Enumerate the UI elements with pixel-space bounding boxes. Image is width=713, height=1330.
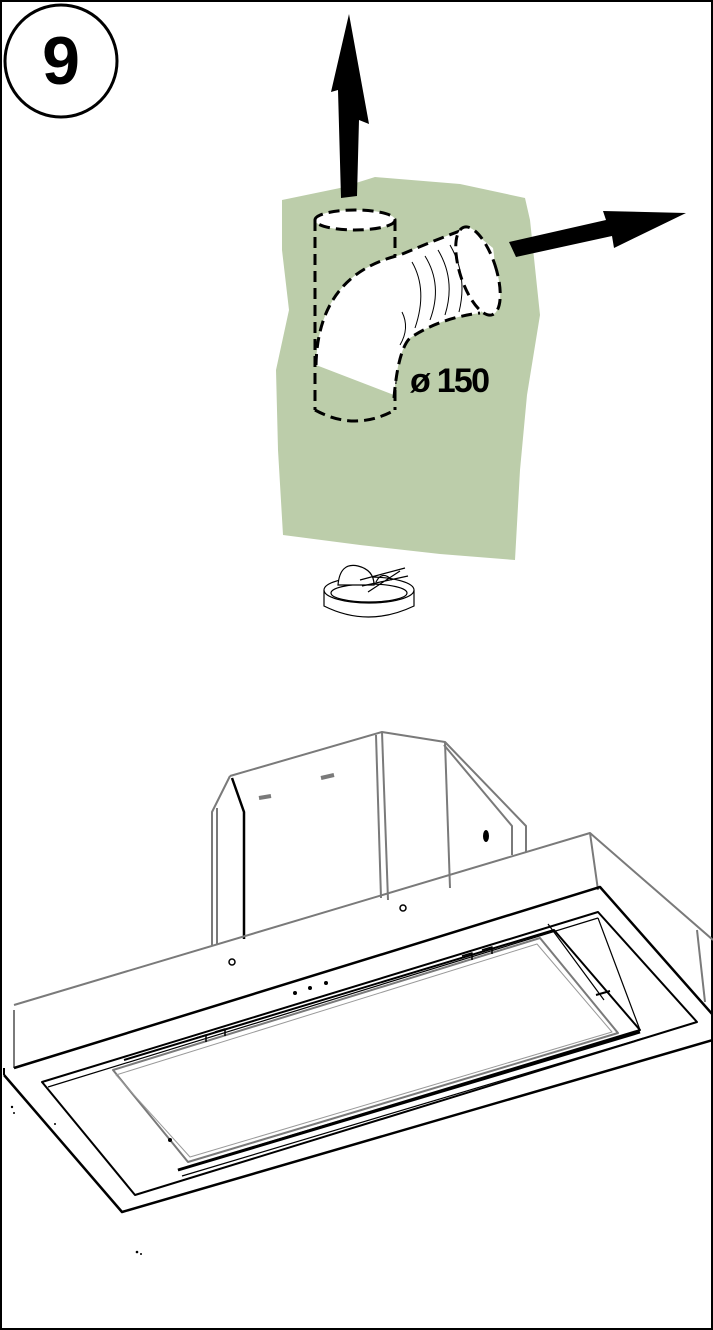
step-number: 9: [42, 23, 80, 99]
print-specks: [10, 1105, 142, 1255]
duct-diameter-label: ø 150: [410, 362, 490, 400]
exhaust-arrow-right-icon: [509, 211, 686, 257]
wall-surface: [276, 177, 540, 560]
exhaust-arrow-up-icon: [331, 14, 369, 198]
duct-elbow: [314, 225, 502, 399]
range-hood: [3, 731, 713, 1214]
step-badge: 9: [3, 3, 119, 119]
check-valve-connector: [323, 564, 415, 618]
